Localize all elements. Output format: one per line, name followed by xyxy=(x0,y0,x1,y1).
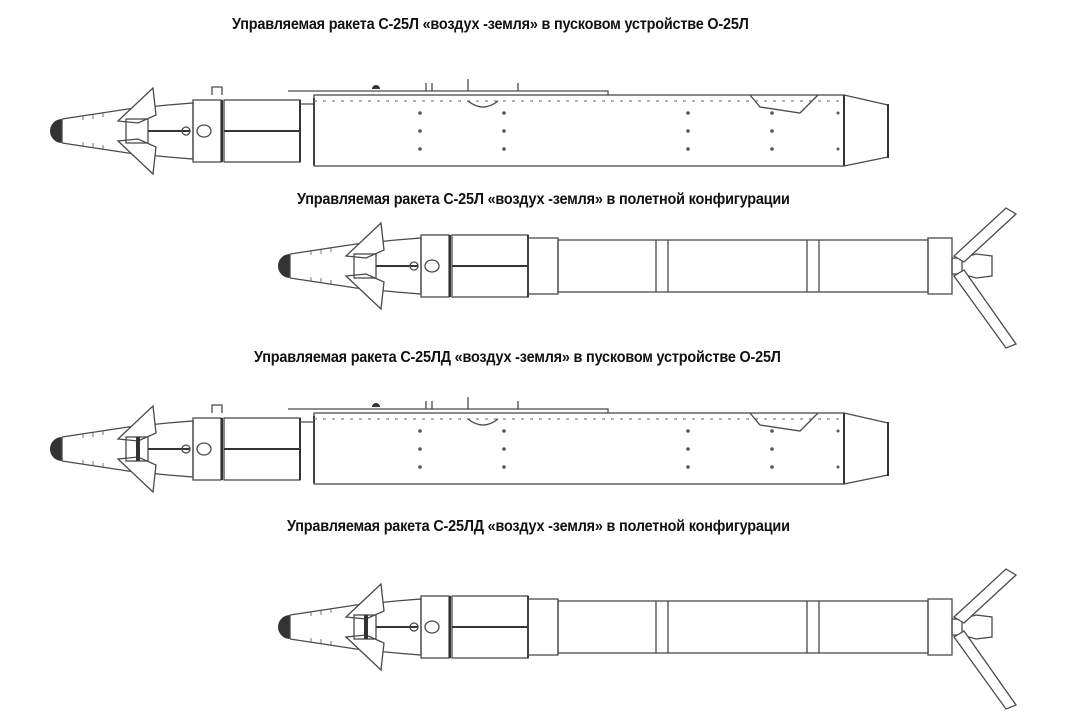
caption-s25ld-flight: Управляемая ракета С-25ЛД «воздух -земля… xyxy=(287,518,790,535)
caption-s25l-flight: Управляемая ракета С-25Л «воздух -земля»… xyxy=(297,191,790,208)
diagram-s25l-flight xyxy=(277,207,1017,349)
diagram-s25l-launcher xyxy=(49,78,889,175)
caption-s25ld-launcher: Управляемая ракета С-25ЛД «воздух -земля… xyxy=(254,349,781,366)
caption-s25l-launcher: Управляемая ракета С-25Л «воздух -земля»… xyxy=(232,16,749,33)
diagram-s25ld-flight xyxy=(277,568,1017,710)
diagram-s25ld-launcher xyxy=(49,396,889,493)
